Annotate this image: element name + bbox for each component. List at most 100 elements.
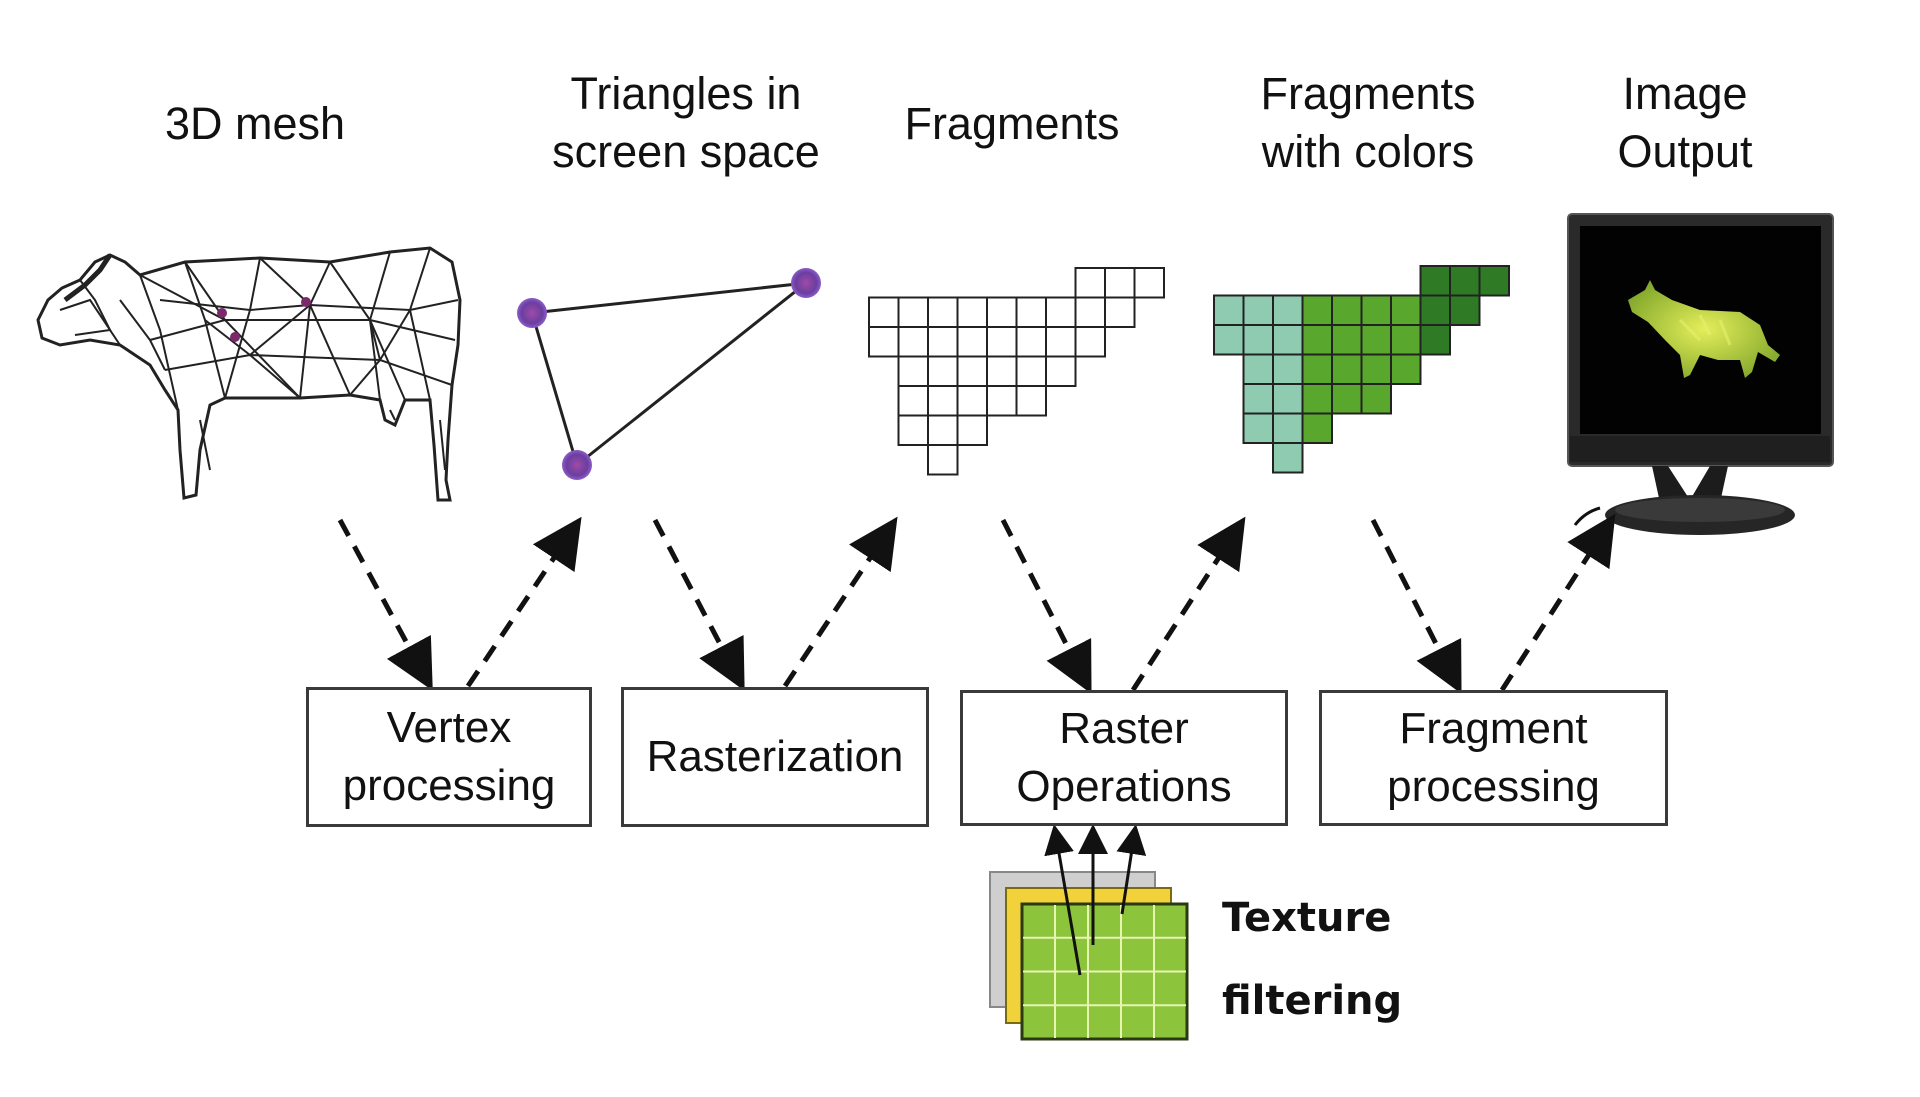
fragment-cell [897,414,929,446]
arrow-vertex-to-triangles [465,516,582,688]
monitor-illustration [1567,213,1834,535]
arrow-mesh-to-vertex [337,518,433,691]
colored-fragment-cell [1301,353,1333,385]
fragment-cell [927,414,959,446]
arrow-fragment-proc-to-output [1499,513,1616,692]
colored-fragment-cell [1390,353,1422,385]
fragment-cell [986,326,1018,358]
colored-fragment-cell [1242,412,1274,444]
fragment-cell [956,385,988,417]
colored-fragment-cell [1360,383,1392,415]
colored-fragment-cell [1272,412,1304,444]
colored-fragment-cell [1213,294,1245,326]
process-label: Fragment [1399,704,1588,753]
colored-fragment-cell [1419,294,1451,326]
mesh-vertex-dot [301,297,311,307]
process-raster-operations: Raster Operations [960,690,1288,826]
fragment-cell [927,355,959,387]
arrow-colored-to-fragment-proc [1370,518,1462,694]
fragment-cell [927,385,959,417]
colored-fragment-cell [1360,353,1392,385]
colored-fragment-cell [1242,353,1274,385]
colored-fragment-cell [1331,383,1363,415]
stage-label-colored-fragments: Fragments with colors [1260,65,1475,181]
fragment-cell [1045,326,1077,358]
fragment-cell [1015,385,1047,417]
stage-label-3d-mesh: 3D mesh [165,95,345,153]
process-vertex-processing: Vertex processing [306,687,592,827]
fragment-cell [868,326,900,358]
screen-space-triangle [517,268,821,480]
colored-fragment-grid [1213,265,1510,474]
stage-label-image-output: Image Output [1617,65,1752,181]
colored-fragment-cell [1419,324,1451,356]
arrow-raster-to-fragments [782,516,898,688]
colored-fragment-cell [1390,324,1422,356]
stage-label-fragments: Fragments [904,95,1119,153]
texture-label-line1: Texture [1222,895,1392,941]
mesh-vertex-dot [217,308,227,318]
process-label: Rasterization [646,732,904,781]
colored-fragment-cell [1272,442,1304,474]
colored-fragment-cell [1272,294,1304,326]
fragment-cell [986,355,1018,387]
mesh-vertex-dot [230,332,240,342]
label-line: Triangles in [570,68,802,119]
fragment-cell [1074,326,1106,358]
fragment-cell [927,444,959,476]
fragment-cell [956,326,988,358]
process-label: Raster [1059,704,1189,753]
arrow-fragments-to-rop [1000,518,1092,694]
triangle-vertex [562,450,592,480]
process-rasterization: Rasterization [621,687,929,827]
fragment-cell [868,296,900,328]
triangle-vertex [791,268,821,298]
fragment-cell [897,355,929,387]
colored-fragment-cell [1449,294,1481,326]
rendered-cow [1628,280,1780,378]
colored-fragment-cell [1272,353,1304,385]
colored-fragment-cell [1331,353,1363,385]
label-line: 3D mesh [164,98,346,149]
label-line: with colors [1261,126,1475,177]
colored-fragment-cell [1272,383,1304,415]
colored-fragment-cell [1331,294,1363,326]
process-label: Vertex [386,703,512,752]
colored-fragment-cell [1242,294,1274,326]
fragment-cell [956,296,988,328]
process-label: Operations [1016,762,1232,811]
fragment-cell [1015,355,1047,387]
colored-fragment-cell [1301,383,1333,415]
fragment-cell [927,326,959,358]
fragment-grid [868,267,1165,476]
arrow-triangles-to-raster [652,518,745,691]
colored-fragment-cell [1301,412,1333,444]
colored-fragment-cell [1478,265,1510,297]
fragment-cell [897,326,929,358]
label-line: screen space [552,126,820,177]
fragment-cell [1074,267,1106,299]
colored-fragment-cell [1242,383,1274,415]
colored-fragment-cell [1449,265,1481,297]
fragment-cell [897,385,929,417]
cow-mesh-illustration [36,246,462,502]
fragment-cell [927,296,959,328]
colored-fragment-cell [1390,294,1422,326]
fragment-cell [956,355,988,387]
label-line: Fragments [904,98,1120,149]
triangle-vertex [517,298,547,328]
fragment-cell [986,385,1018,417]
process-label: processing [342,761,556,810]
colored-fragment-cell [1360,294,1392,326]
stage-label-triangles: Triangles in screen space [552,65,820,181]
data-flow-arrows [337,513,1616,694]
fragment-cell [956,414,988,446]
fragment-cell [1104,267,1136,299]
fragment-cell [1015,296,1047,328]
colored-fragment-cell [1301,324,1333,356]
label-line: Output [1617,126,1753,177]
colored-fragment-cell [1213,324,1245,356]
colored-fragment-cell [1242,324,1274,356]
arrow-rop-to-colored [1130,516,1246,692]
